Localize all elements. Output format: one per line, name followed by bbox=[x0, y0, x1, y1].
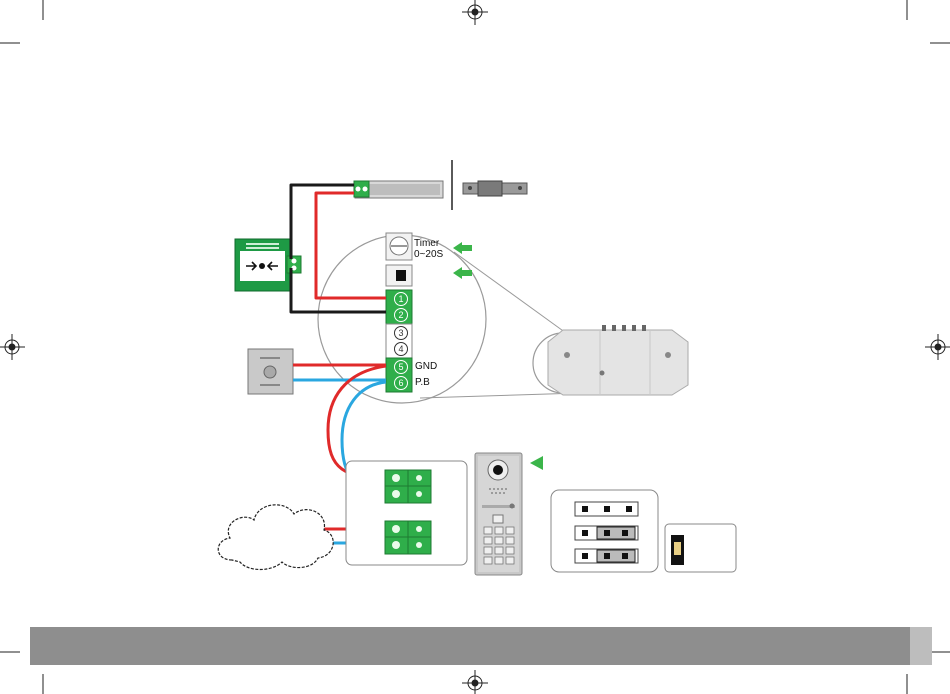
zoom-line-bottom bbox=[420, 393, 580, 398]
timer-label: Timer bbox=[414, 239, 439, 249]
connector-bottom bbox=[385, 521, 431, 554]
magnetic-lock bbox=[354, 181, 443, 198]
break-glass-terminal bbox=[287, 256, 301, 273]
terminal-number: 6 bbox=[394, 376, 408, 390]
footer-bar bbox=[30, 627, 910, 665]
connector-top bbox=[385, 470, 431, 503]
wire-black-lock bbox=[291, 185, 354, 259]
jumper-row-3 bbox=[575, 549, 638, 563]
registration-mark-bottom bbox=[462, 670, 488, 694]
door-station bbox=[475, 453, 522, 575]
mode-switch bbox=[386, 265, 412, 286]
jumper-row-2 bbox=[575, 526, 638, 540]
registration-mark-left bbox=[0, 334, 25, 360]
registration-mark-right bbox=[925, 334, 950, 360]
pb-label: P.B bbox=[415, 378, 430, 388]
timer-range-label: 0~20S bbox=[414, 250, 443, 260]
registration-mark-top bbox=[462, 0, 488, 25]
jumper-row-1 bbox=[575, 502, 638, 516]
terminal-number: 2 bbox=[394, 308, 408, 322]
terminal-number: 5 bbox=[394, 360, 408, 374]
green-pointer-icon bbox=[530, 456, 543, 470]
exit-button bbox=[248, 349, 293, 394]
footer-tab bbox=[910, 627, 932, 665]
terminal-number: 3 bbox=[394, 326, 408, 340]
electric-strike bbox=[463, 181, 527, 196]
dip-switch bbox=[671, 535, 684, 565]
emergency-break-glass bbox=[235, 239, 292, 291]
green-arrow-icon bbox=[453, 242, 472, 254]
power-supply bbox=[548, 325, 688, 395]
network-cloud-icon bbox=[218, 505, 333, 570]
timer-dial bbox=[386, 233, 412, 260]
gnd-label: GND bbox=[415, 362, 437, 372]
terminal-number: 1 bbox=[394, 292, 408, 306]
terminal-number: 4 bbox=[394, 342, 408, 356]
